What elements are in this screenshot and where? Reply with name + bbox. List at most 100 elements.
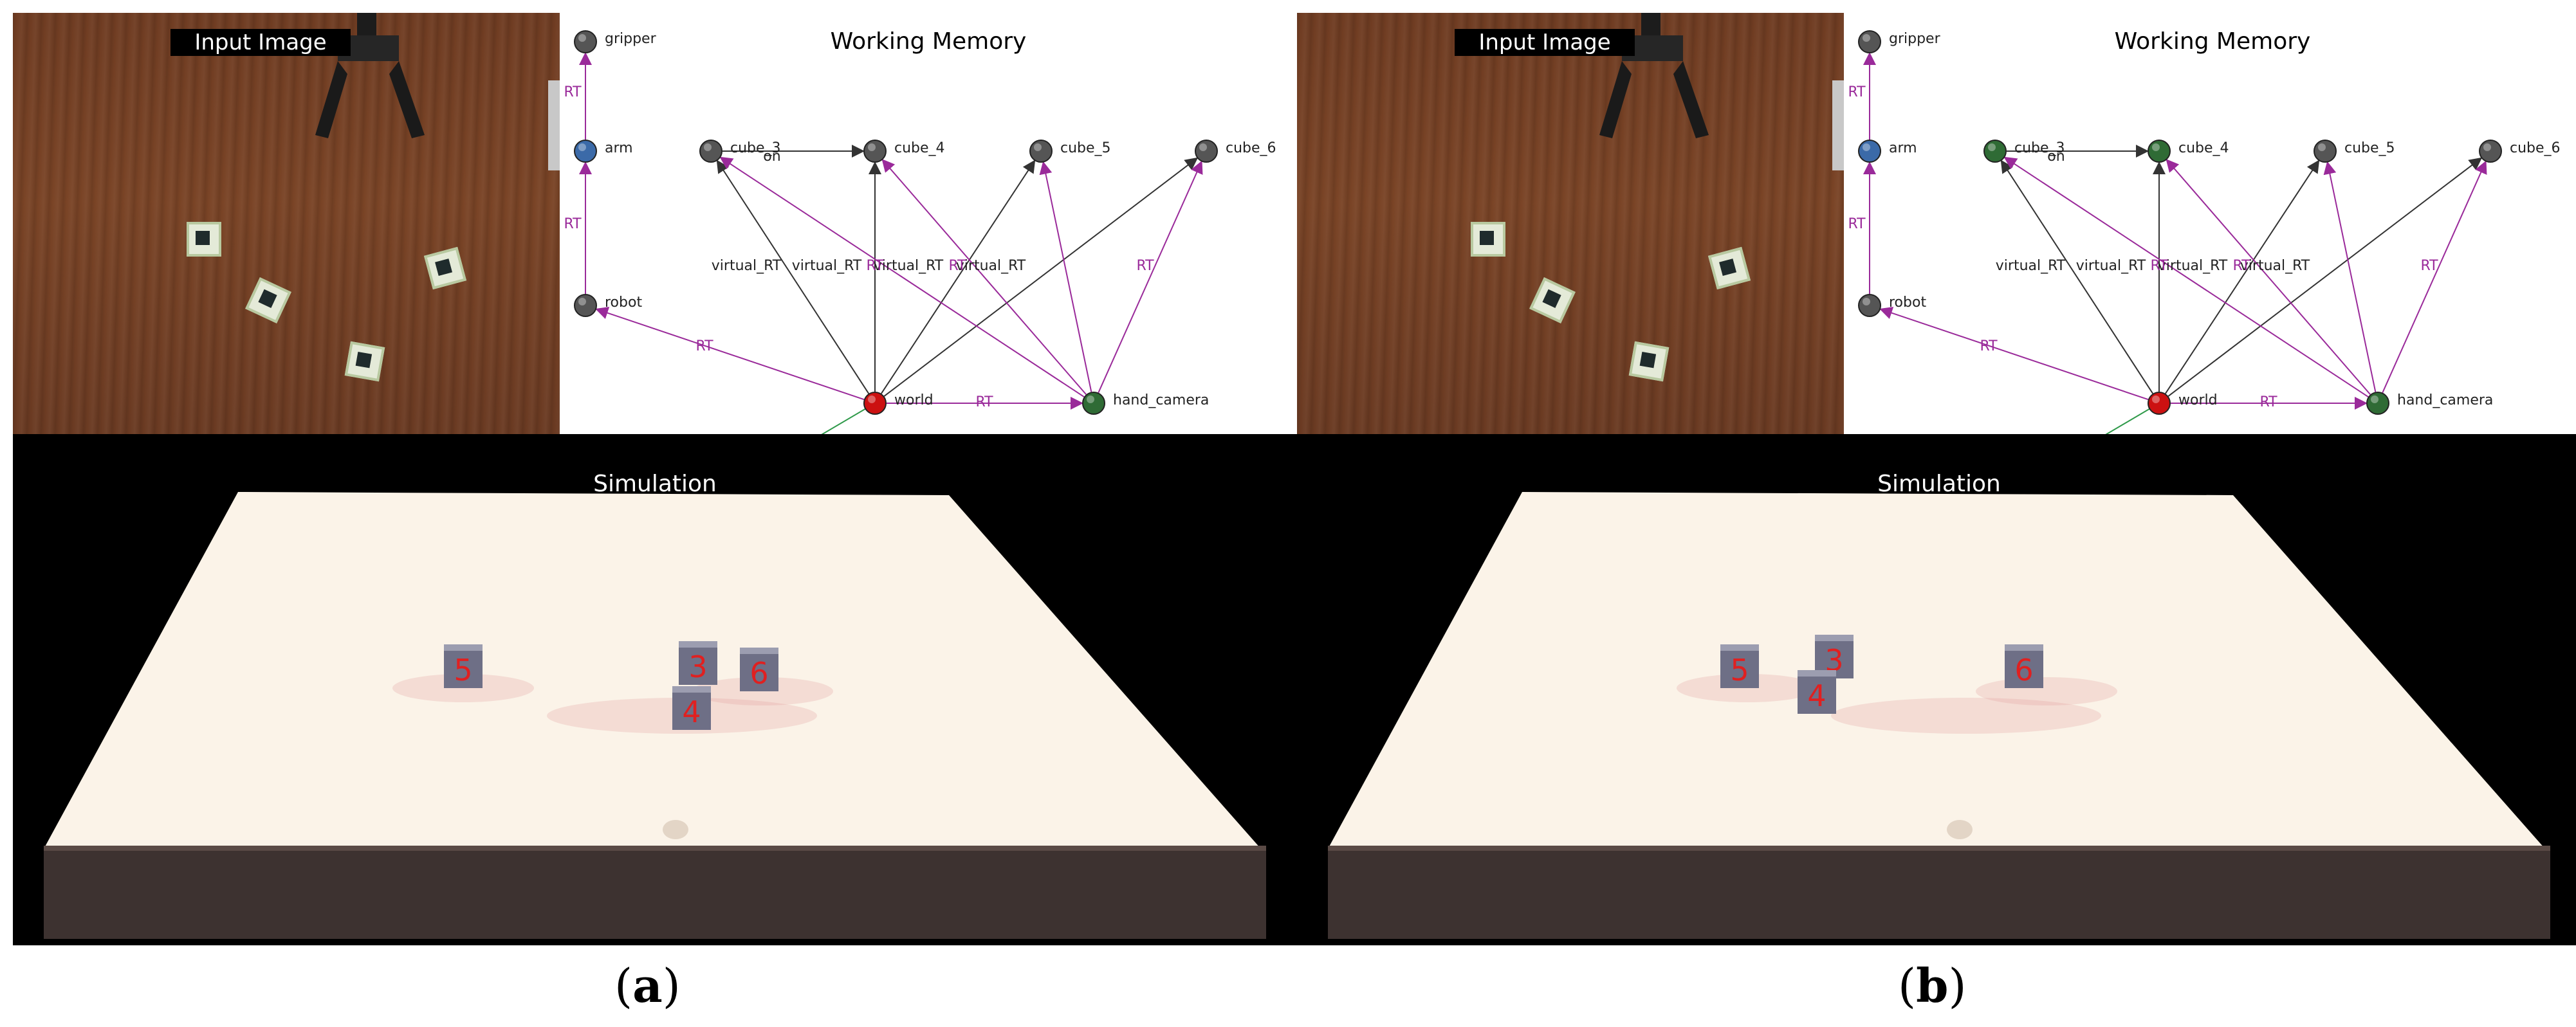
node-label-gripper: gripper — [605, 31, 657, 47]
sim-cube-4: 4 — [1798, 670, 1836, 714]
gripper-camera-icon — [315, 13, 425, 138]
edge-label: RT — [2259, 394, 2277, 410]
node-label-arm: arm — [1889, 140, 1917, 156]
gripper-camera-icon — [1599, 13, 1709, 138]
caption-a: (a) — [614, 958, 681, 1013]
graph-node — [863, 140, 887, 163]
graph-edge — [2166, 159, 2371, 395]
node-label-arm: arm — [605, 140, 633, 156]
edge-label: RT — [948, 258, 966, 274]
simulation-table — [44, 492, 1261, 849]
graph-node — [2479, 140, 2502, 163]
edge-label: virtual_RT — [792, 258, 862, 274]
edge-label: RT — [1848, 216, 1866, 232]
edge-label: RT — [2232, 258, 2250, 274]
caption-letter-a: a — [632, 958, 663, 1013]
edge-label: RT — [866, 258, 884, 274]
edge-label: RT — [1848, 84, 1866, 100]
graph-node — [1983, 140, 2007, 163]
node-label-cube_4: cube_4 — [2178, 140, 2229, 156]
edge-label: virtual_RT — [874, 258, 944, 274]
graph-edge — [2323, 161, 2377, 392]
graph-edge — [2165, 159, 2320, 394]
working-memory-graph: Working Memory RT RT RT RT on virtual_RT virtu… — [560, 13, 1297, 434]
sim-cube-number: 3 — [688, 650, 707, 684]
sim-cube-number: 5 — [1730, 653, 1749, 687]
edge-label: RT — [564, 84, 582, 100]
graph-edge — [2000, 159, 2154, 394]
node-label-cube_5: cube_5 — [1060, 140, 1111, 156]
edge-label: virtual_RT — [2240, 258, 2310, 274]
input-image-view: Input Image — [1297, 13, 1844, 434]
sim-cube-number: 6 — [2014, 653, 2033, 687]
graph-node — [574, 294, 597, 317]
edge-label: virtual_RT — [956, 258, 1026, 274]
edge-label: virtual_RT — [2076, 258, 2146, 274]
simulation-title: Simulation — [1877, 471, 2001, 497]
panel-a: Input Image Working Memory RT RT RT RT on vir… — [13, 13, 1297, 945]
edge-label: on — [763, 149, 780, 165]
sim-cube-5: 5 — [444, 644, 483, 688]
graph-node — [574, 30, 597, 53]
graph-node — [1858, 294, 1881, 317]
input-image-view: Input Image — [13, 13, 560, 434]
edge-label: virtual_RT — [712, 258, 782, 274]
working-memory-graph: Working Memory RT RT RT RT on virtual_RT virtu… — [1844, 13, 2576, 434]
graph-edge — [2167, 157, 2483, 397]
node-label-hand_camera: hand_camera — [2397, 392, 2493, 408]
graph-edge — [1039, 161, 1092, 392]
edge-label: RT — [1136, 258, 1154, 274]
cube-shadow — [1976, 677, 2117, 705]
sim-cube-number: 6 — [750, 656, 768, 691]
sim-cube-4: 4 — [672, 686, 711, 730]
graph-node — [1858, 140, 1881, 163]
node-label-robot: robot — [1889, 295, 1926, 311]
simulation-title: Simulation — [593, 471, 717, 497]
node-label-robot: robot — [605, 295, 642, 311]
graph-edge — [881, 159, 1036, 394]
graph-node — [2314, 140, 2337, 163]
graph-edge — [881, 159, 1087, 395]
node-label-gripper: gripper — [1889, 31, 1941, 47]
graph-node — [2366, 392, 2389, 415]
graph-edge — [719, 156, 1085, 397]
scene-graph: RT RT RT RT on virtual_RT virtual_RT virtual_RT… — [1848, 30, 2561, 434]
sim-cube-number: 5 — [454, 653, 472, 687]
node-label-cube_3: cube_3 — [2014, 140, 2065, 156]
caption-b: (b) — [1898, 958, 1967, 1013]
graph-node — [1082, 392, 1105, 415]
input-image-label: Input Image — [1455, 29, 1635, 56]
sim-cube-number: 4 — [1807, 678, 1826, 713]
edge-label: RT — [564, 216, 582, 232]
aruco-marker — [344, 341, 385, 382]
edge-label: RT — [2420, 258, 2438, 274]
node-label-cube_3: cube_3 — [730, 140, 781, 156]
node-label-world: world — [894, 392, 934, 408]
edge-label: on — [2047, 149, 2065, 165]
graph-node — [1858, 30, 1881, 53]
graph-node — [574, 140, 597, 163]
table-edge — [548, 80, 560, 170]
sim-cube-5: 5 — [1720, 644, 1759, 688]
working-memory-title: Working Memory — [2114, 28, 2311, 55]
node-label-world: world — [2178, 392, 2218, 408]
edge-label: RT — [2150, 258, 2168, 274]
edge-label: RT — [975, 394, 993, 410]
gripper-marker — [1947, 820, 1973, 839]
edge-label: virtual_RT — [2158, 258, 2228, 274]
graph-node — [2148, 392, 2171, 415]
edge-label: RT — [695, 338, 713, 354]
table-base — [1328, 846, 2550, 939]
working-memory-title: Working Memory — [830, 28, 1027, 55]
panel-b: Input Image Working Memory RT RT RT RT on vir… — [1297, 13, 2576, 945]
graph-node — [699, 140, 722, 163]
sim-cube-3: 3 — [679, 641, 717, 685]
sim-cube-6: 6 — [2005, 644, 2043, 688]
aruco-marker — [187, 222, 221, 257]
sim-cube-6: 6 — [740, 648, 778, 691]
node-label-cube_4: cube_4 — [894, 140, 945, 156]
gripper-marker — [663, 820, 688, 839]
sim-cube-number: 4 — [682, 695, 701, 729]
table-base — [44, 846, 1266, 939]
